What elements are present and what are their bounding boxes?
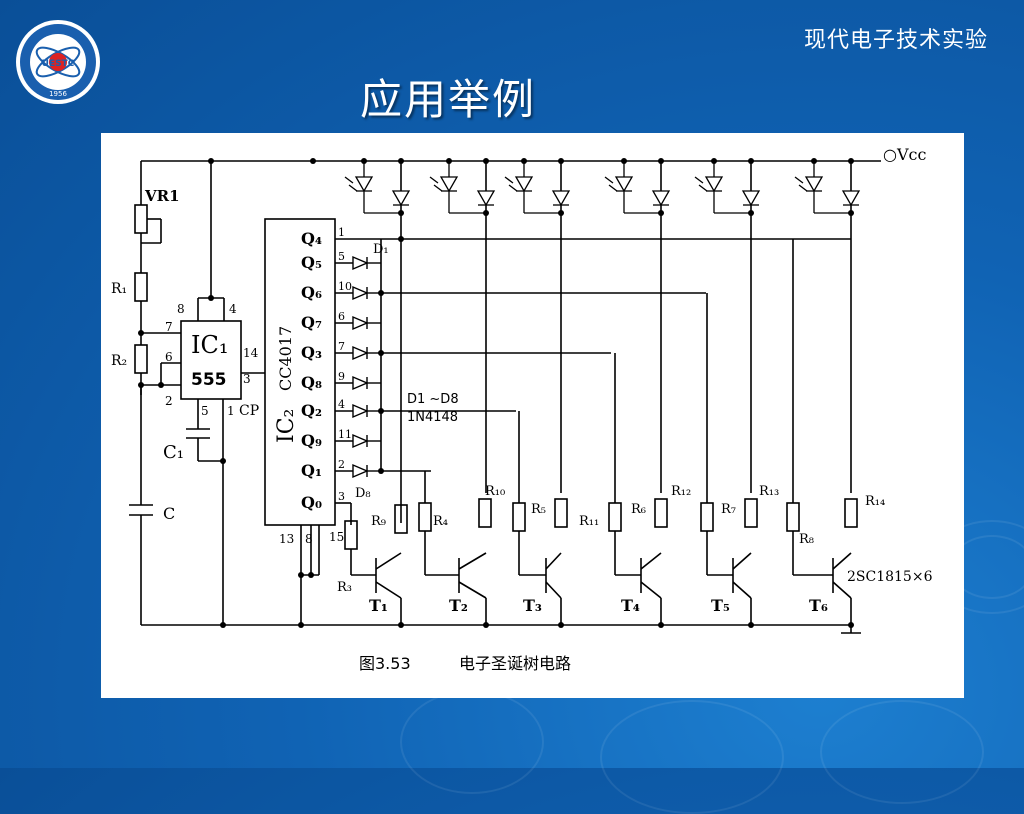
pin-8: 8 <box>177 302 185 316</box>
q-output-label: Q₃ <box>301 343 322 362</box>
cp-label: CP <box>239 403 259 419</box>
q-pin-number: 2 <box>338 458 345 471</box>
q-output-label: Q₅ <box>301 253 322 272</box>
q-output-label: Q₂ <box>301 401 322 420</box>
q-pin-number: 6 <box>338 310 345 323</box>
ic2-part: CC4017 <box>276 326 295 391</box>
vcc-label: ○Vcc <box>883 145 926 164</box>
c1-label: C₁ <box>163 442 184 463</box>
q-output-label: Q₁ <box>301 461 322 480</box>
logo-year: 1956 <box>49 90 67 98</box>
d1-label: D₁ <box>373 242 389 257</box>
slide-title: 应用举例 <box>360 75 537 124</box>
q-output-labels: Q₄ Q₅ Q₆ Q₇ Q₃ Q₈ Q₂ Q₉ Q₁ Q₀ <box>301 229 322 512</box>
r10-label: R₁₀ <box>485 484 505 499</box>
ic2-label: IC₂ <box>274 409 299 443</box>
university-logo: UESTC 1956 <box>16 20 100 104</box>
q-pin-number: 1 <box>338 226 345 239</box>
t2-label: T₂ <box>449 596 468 615</box>
r7-label: R₇ <box>721 502 736 517</box>
q-pin-number: 10 <box>338 280 352 293</box>
q-pin-number: 7 <box>338 340 345 353</box>
logo-text: UESTC <box>42 59 75 69</box>
course-title: 现代电子技术实验 <box>803 28 988 53</box>
q-output-label: Q₈ <box>301 373 322 392</box>
circuit-figure: ○Vcc VR1 R₁ R₂ C₁ C IC₁ 555 IC₂ CC4017 C… <box>101 133 964 698</box>
diode-range: D1 ~D8 <box>407 392 459 407</box>
pin-5: 5 <box>201 404 209 418</box>
pin-13: 13 <box>279 532 294 546</box>
pin-6: 6 <box>165 350 173 364</box>
q-output-label: Q₄ <box>301 229 322 248</box>
pin-7: 7 <box>165 320 173 334</box>
pin-2: 2 <box>165 394 173 408</box>
r4-label: R₄ <box>433 514 448 529</box>
r2-label: R₂ <box>111 353 127 369</box>
led-array <box>354 176 861 207</box>
pin-14: 14 <box>243 346 259 360</box>
pin-8b: 8 <box>305 532 313 546</box>
ic1-label: IC₁ <box>191 331 228 359</box>
q-output-pins: 1 5 10 6 7 9 4 11 2 3 <box>338 226 352 503</box>
q-pin-number: 5 <box>338 250 345 263</box>
r5-label: R₅ <box>531 502 546 517</box>
christmas-tree-circuit-diagram: ○Vcc VR1 R₁ R₂ C₁ C IC₁ 555 IC₂ CC4017 C… <box>111 145 933 673</box>
r12-label: R₁₂ <box>671 484 691 499</box>
r3-label: R₃ <box>337 580 352 595</box>
t4-label: T₄ <box>621 596 640 615</box>
q-output-label: Q₉ <box>301 431 322 450</box>
r6-label: R₆ <box>631 502 646 517</box>
t6-label: T₆ <box>809 596 828 615</box>
t3-label: T₃ <box>523 596 542 615</box>
r9-label: R₉ <box>371 514 386 529</box>
t5-label: T₅ <box>711 596 730 615</box>
pin-3: 3 <box>243 372 251 386</box>
t1-label: T₁ <box>369 596 388 615</box>
q-output-label: Q₆ <box>301 283 322 302</box>
r8-label: R₈ <box>799 532 814 547</box>
vr1-label: VR1 <box>144 187 180 205</box>
d8-label: D₈ <box>355 486 371 501</box>
q-pin-number: 4 <box>338 398 345 411</box>
diode-part: 1N4148 <box>407 410 458 425</box>
transistor-part: 2SC1815×6 <box>847 569 933 585</box>
q-pin-number: 9 <box>338 370 345 383</box>
q-pin-number: 3 <box>338 490 345 503</box>
q-output-label: Q₀ <box>301 493 322 512</box>
q-output-label: Q₇ <box>301 313 322 332</box>
c-label: C <box>163 504 175 523</box>
pin-4: 4 <box>229 302 237 316</box>
ic1-part: 555 <box>191 370 227 390</box>
diode-array <box>352 255 381 479</box>
r14-label: R₁₄ <box>865 494 885 509</box>
pin-1: 1 <box>227 404 235 418</box>
r13-label: R₁₃ <box>759 484 779 499</box>
figure-number: 图3.53 <box>359 654 411 673</box>
r1-label: R₁ <box>111 281 127 297</box>
figure-caption: 电子圣诞树电路 <box>459 654 571 673</box>
q-pin-number: 11 <box>338 428 352 441</box>
r11-label: R₁₁ <box>579 514 599 529</box>
pin-15: 15 <box>329 530 344 544</box>
